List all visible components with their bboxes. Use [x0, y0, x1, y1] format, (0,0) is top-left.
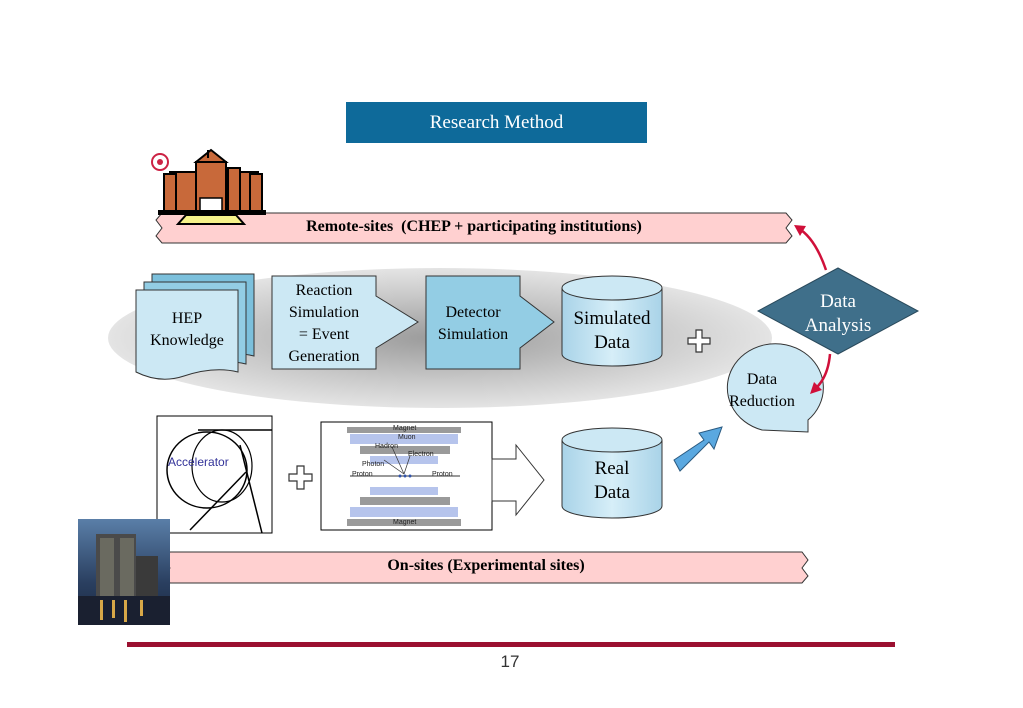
- accelerator-diagram: [156, 415, 273, 534]
- detector-simulation-box: [425, 275, 555, 370]
- footer-divider: [127, 642, 895, 647]
- page-title: Research Method: [346, 102, 647, 143]
- accelerator-label: Accelerator: [168, 455, 229, 469]
- remote-sites-label: Remote-sites (CHEP + participating insti…: [306, 218, 642, 235]
- detector-label-photon: Photon: [362, 461, 385, 468]
- to-data-reduction-arrow: [673, 426, 723, 472]
- detector-label-electron: Electron: [408, 451, 434, 458]
- detector-label-magnet-top: Magnet: [393, 425, 417, 432]
- reaction-simulation-label: Reaction Simulation = Event Generation: [288, 282, 360, 365]
- detector-label-proton-left: Proton: [352, 471, 373, 478]
- data-reduction-label: Data Reduction: [729, 371, 795, 410]
- page-number: 17: [500, 652, 520, 671]
- analysis-feedback-arrows: [794, 225, 832, 394]
- simulated-data-cylinder: [561, 275, 663, 367]
- data-analysis-diamond: [756, 267, 920, 355]
- real-data-label: Real Data: [594, 458, 630, 503]
- detector-label-hadron: Hadron: [375, 443, 398, 450]
- plus-icon: [687, 329, 711, 353]
- data-reduction-bubble: [726, 343, 824, 433]
- real-data-cylinder: [561, 427, 663, 519]
- institution-building-icon: [151, 148, 266, 225]
- simulated-data-label: Simulated Data: [573, 308, 651, 353]
- hep-knowledge-label: HEP Knowledge: [150, 310, 224, 349]
- detector-schematic: [320, 421, 493, 531]
- to-real-data-arrow: [491, 443, 545, 517]
- detector-label-muon: Muon: [398, 434, 416, 441]
- hep-knowledge-documents: [135, 273, 255, 380]
- plus-icon: [288, 465, 313, 490]
- on-sites-label: On-sites (Experimental sites): [387, 557, 585, 574]
- reaction-simulation-box: [271, 275, 419, 370]
- detector-label-proton-right: Proton: [432, 471, 453, 478]
- detector-simulation-label: Detector Simulation: [437, 304, 509, 343]
- laboratory-photo: [78, 519, 170, 625]
- detector-label-magnet-bottom: Magnet: [393, 519, 417, 526]
- data-analysis-label: Data Analysis: [804, 291, 872, 336]
- remote-sites-banner: [155, 212, 793, 244]
